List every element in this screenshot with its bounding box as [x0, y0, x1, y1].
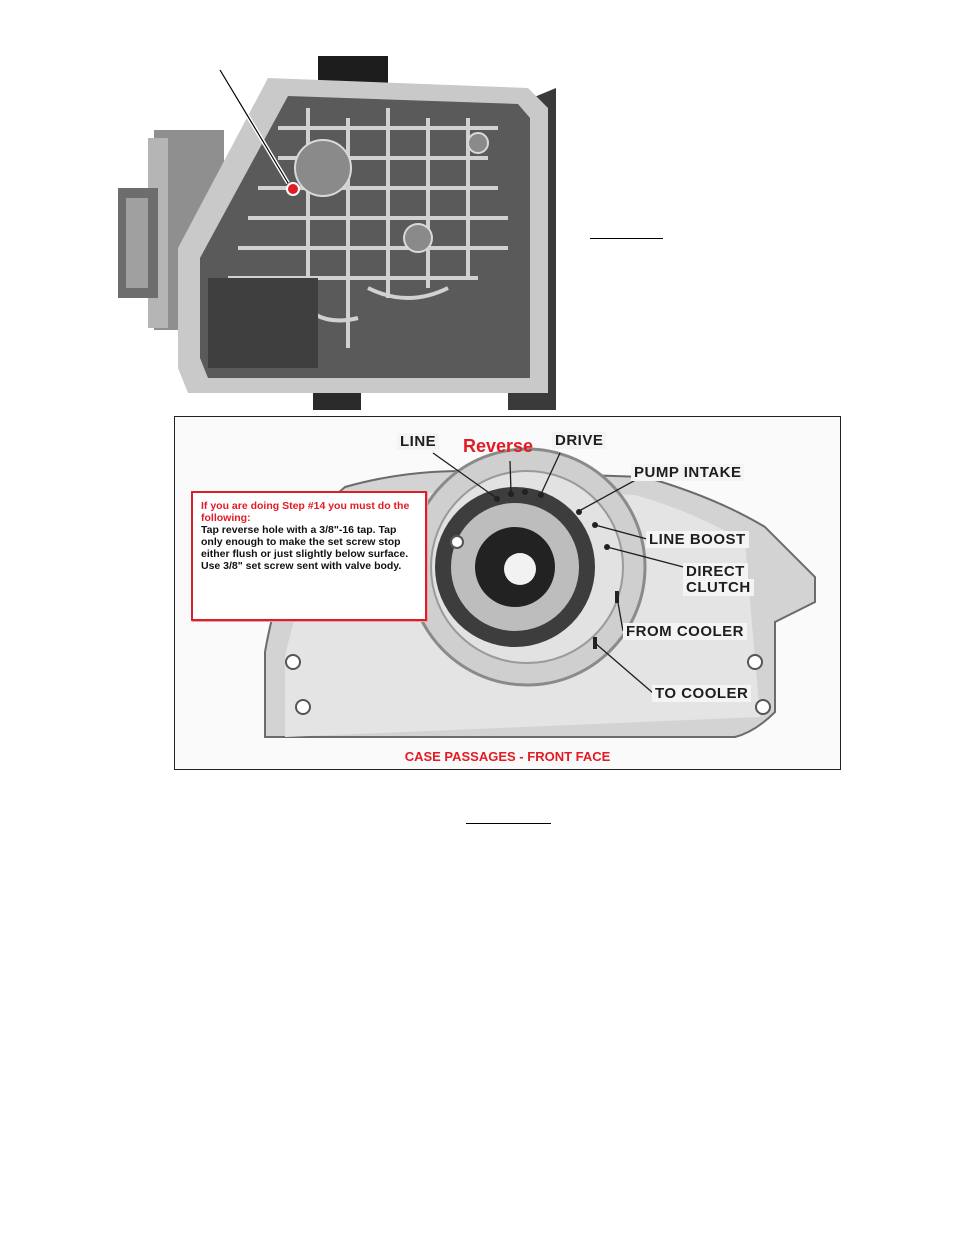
- reverse-hole-marker: [286, 182, 300, 196]
- note-heading: If you are doing Step #14 you must do th…: [201, 500, 410, 524]
- figure-caption: CASE PASSAGES - FRONT FACE: [404, 749, 611, 764]
- label-drive: DRIVE: [552, 432, 607, 449]
- label-reverse: Reverse: [463, 436, 534, 456]
- label-to-cooler: TO COOLER: [652, 685, 752, 702]
- label-line: LINE: [397, 433, 440, 450]
- note-body: Tap reverse hole with a 3/8"-16 tap. Tap…: [201, 524, 409, 572]
- step14-note-box: If you are doing Step #14 you must do th…: [191, 491, 427, 621]
- top-blank-underline: [590, 238, 663, 239]
- label-from-cooler: FROM COOLER: [623, 623, 747, 640]
- valve-body-photo: [108, 48, 556, 410]
- label-line-boost: LINE BOOST: [646, 531, 749, 548]
- label-direct-clutch-line1: DIRECT: [683, 563, 748, 580]
- bottom-blank-underline: [466, 823, 551, 824]
- case-passages-figure: LINE Reverse DRIVE PUMP INTAKE LINE BOOS…: [174, 416, 841, 770]
- label-pump-intake: PUMP INTAKE: [631, 464, 745, 481]
- label-direct-clutch-line2: CLUTCH: [683, 579, 754, 596]
